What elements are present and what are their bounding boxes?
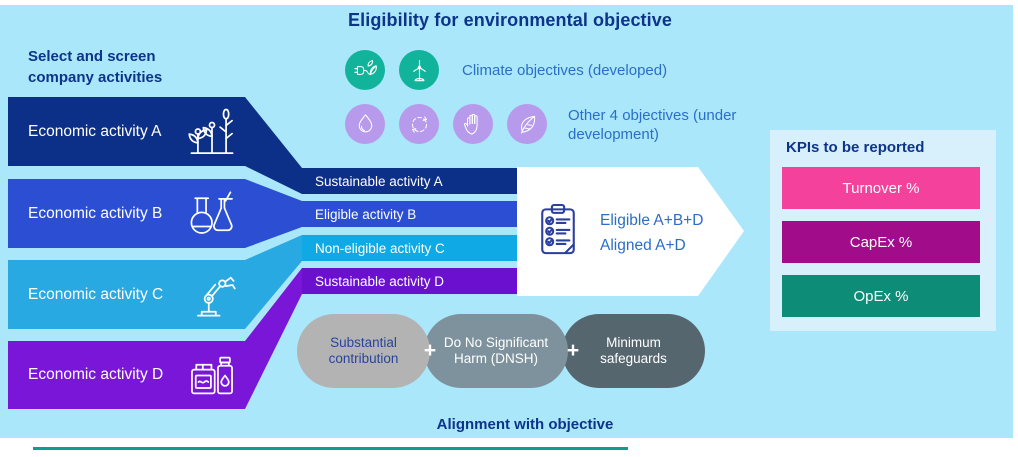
eligible-activity-b-bar: Eligible activity B	[302, 201, 517, 227]
plus-sign-1: +	[423, 339, 437, 362]
activity-c-funnel-shape	[8, 235, 302, 329]
climate-objectives-label: Climate objectives (developed)	[462, 62, 668, 79]
plug-leaf-icon	[345, 50, 385, 90]
substantial-contribution-label: Substantial contribution	[328, 335, 399, 366]
page-title: Eligibility for environmental objective	[348, 10, 672, 30]
alignment-caption: Alignment with objective	[436, 416, 614, 433]
result-arrow-shape	[517, 167, 744, 296]
economic-activity-b-label: Economic activity B	[28, 204, 163, 222]
eligible-activity-b-label: Eligible activity B	[315, 206, 417, 222]
kpi-heading: KPIs to be reported	[786, 139, 925, 156]
economic-activity-c-label: Economic activity C	[28, 285, 164, 303]
result-eligible-line: Eligible A+B+D	[600, 212, 704, 229]
dnsh-pill: Do No Significant Harm (DNSH)	[424, 314, 568, 388]
select-screen-heading: Select and screen company activities	[28, 48, 163, 86]
economic-activity-d-bar: Economic activity D	[8, 341, 245, 409]
sustainable-activity-a-bar: Sustainable activity A	[302, 168, 517, 194]
kpi-turnover-label: Turnover %	[842, 179, 920, 197]
robot-arm-icon	[186, 269, 238, 321]
plant-growth-icon	[186, 106, 238, 158]
other-objectives-label: Other 4 objectives (under development)	[568, 107, 737, 143]
sustainable-activity-d-bar: Sustainable activity D	[302, 268, 517, 294]
substantial-contribution-pill: Substantial contribution	[297, 314, 430, 388]
economic-activity-a-label: Economic activity A	[28, 122, 162, 140]
wind-turbine-icon	[399, 50, 439, 90]
minimum-safeguards-label: Minimum safeguards	[600, 335, 667, 366]
non-eligible-activity-c-bar: Non-eligible activity C	[302, 235, 517, 261]
kpi-capex-bar: CapEx %	[782, 221, 980, 263]
activity-d-funnel-shape	[8, 268, 302, 409]
sustainable-activity-d-label: Sustainable activity D	[315, 273, 445, 289]
kpi-capex-label: CapEx %	[849, 233, 913, 251]
circular-economy-icon	[399, 104, 439, 144]
activity-a-funnel-shape	[8, 97, 302, 194]
kpi-opex-bar: OpEx %	[782, 275, 980, 317]
economic-activity-b-bar: Economic activity B	[8, 179, 245, 248]
non-eligible-activity-c-label: Non-eligible activity C	[315, 240, 445, 256]
plus-sign-2: +	[566, 339, 580, 362]
kpi-turnover-bar: Turnover %	[782, 167, 980, 209]
minimum-safeguards-pill: Minimum safeguards	[562, 314, 705, 388]
leaf-icon	[507, 104, 547, 144]
result-text: Eligible A+B+D Aligned A+D	[600, 208, 703, 258]
checklist-clipboard-icon	[537, 201, 579, 258]
result-aligned-line: Aligned A+D	[600, 237, 686, 254]
chemical-bottles-icon	[186, 349, 238, 401]
bottom-divider-rule	[33, 447, 628, 450]
economic-activity-c-bar: Economic activity C	[8, 260, 245, 329]
kpi-opex-label: OpEx %	[853, 287, 909, 305]
economic-activity-a-bar: Economic activity A	[8, 97, 245, 166]
dnsh-label: Do No Significant Harm (DNSH)	[443, 335, 549, 366]
sustainable-activity-a-label: Sustainable activity A	[315, 173, 443, 189]
hand-icon	[453, 104, 493, 144]
chemistry-flasks-icon	[186, 188, 238, 240]
water-drop-icon	[345, 104, 385, 144]
economic-activity-d-label: Economic activity D	[28, 366, 164, 383]
